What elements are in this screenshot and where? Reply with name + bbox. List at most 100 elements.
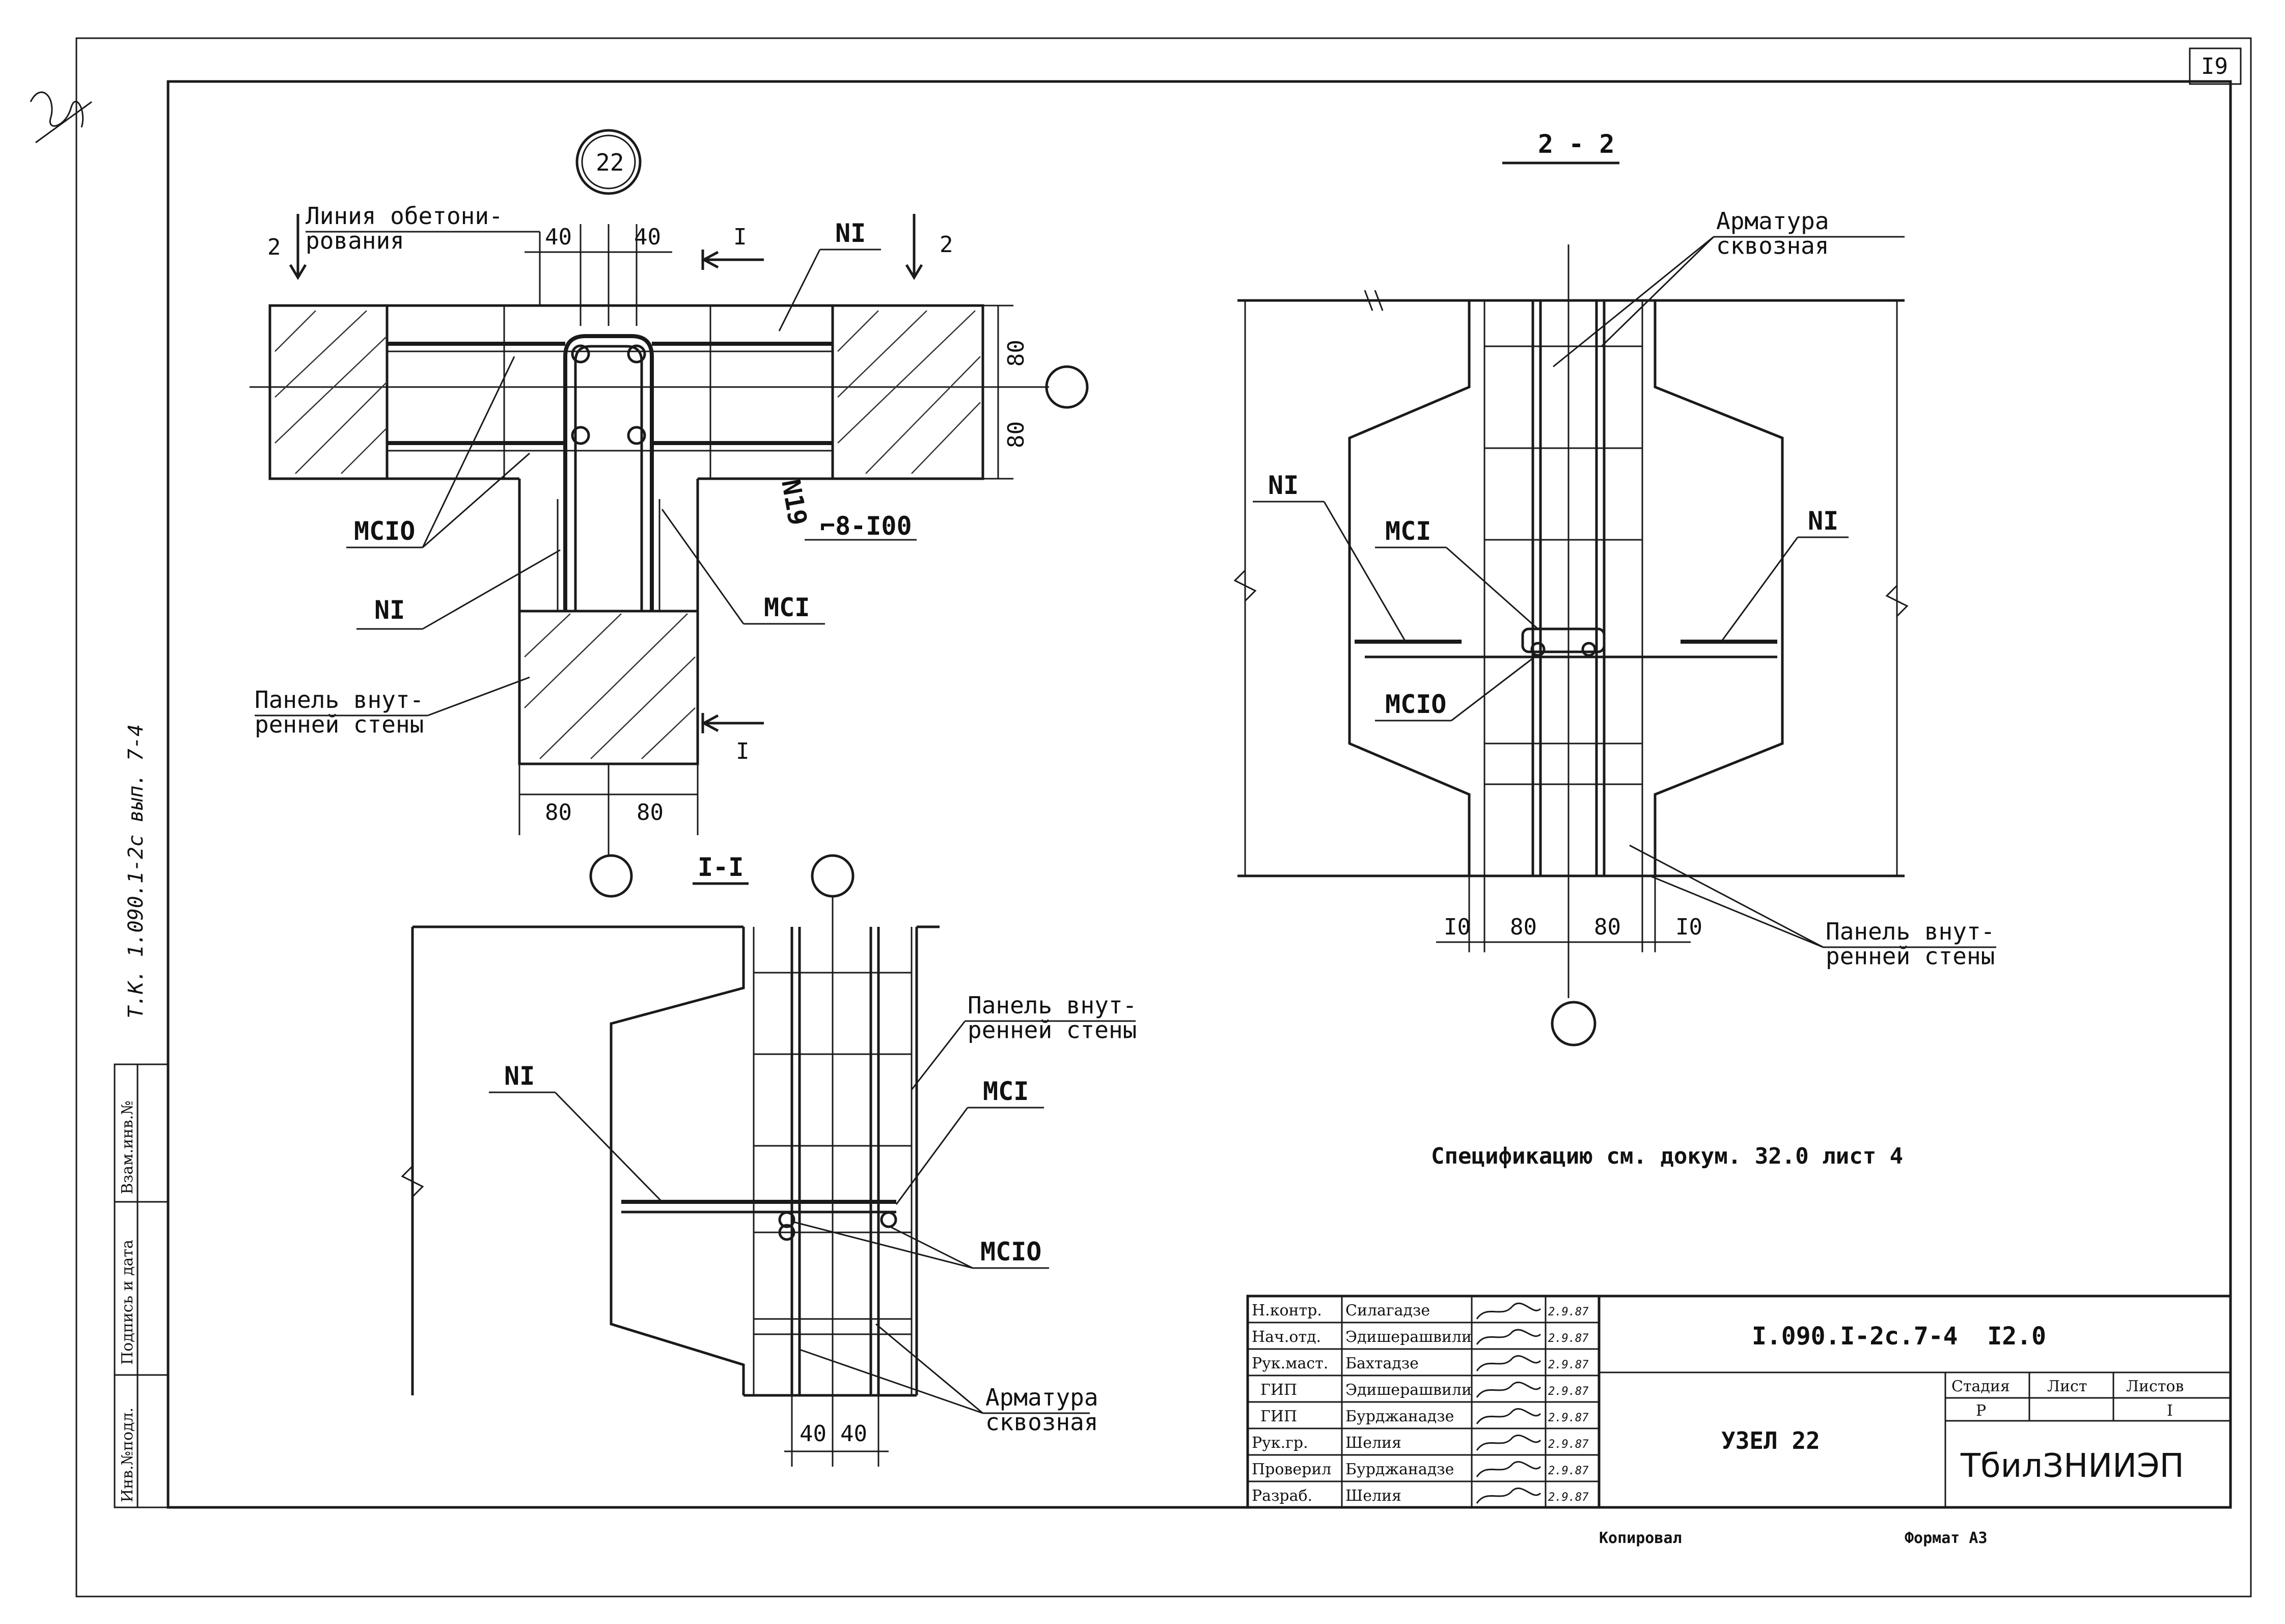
section-mark-2-left: 2 <box>267 234 281 260</box>
tb-name: Шелия <box>1345 1487 1401 1505</box>
section-2-dim-b: 80 <box>1510 914 1537 940</box>
dim-top-left: 40 <box>545 224 572 250</box>
tb-row: Рук.гр. Шелия 2.9.87 <box>1252 1434 1589 1452</box>
label-stirrup: ⌐8-I00 <box>820 511 912 541</box>
axis-circle-section-1 <box>811 854 855 898</box>
tb-sheets-header: Листов <box>2126 1378 2184 1395</box>
section-2-dim-d: I0 <box>1675 914 1702 940</box>
panel-block-right <box>831 304 984 480</box>
tb-name: Бахтадзе <box>1345 1355 1419 1372</box>
tb-row: ГИП Эдишерашвили 2.9.87 <box>1260 1381 1589 1399</box>
node-number: 22 <box>596 149 624 176</box>
tb-role: Проверил <box>1252 1461 1331 1478</box>
tb-row: Проверил Бурджанадзе 2.9.87 <box>1252 1461 1589 1478</box>
label-mc1: МСI <box>764 593 810 622</box>
tb-stage-header: Стадия <box>1951 1378 2010 1395</box>
page-number: I9 <box>2201 53 2228 79</box>
plan-view: 22 Линия обетони- рования 2 2 I 40 40 NI <box>250 129 1089 898</box>
panel-block-left <box>268 304 389 480</box>
section-2-dim-a: I0 <box>1444 914 1471 940</box>
section-2-rebar-label: Арматура сквозная <box>1716 207 1843 259</box>
tb-date: 2.9.87 <box>1548 1359 1589 1371</box>
tb-row: Рук.маст. Бахтадзе 2.9.87 <box>1252 1355 1589 1372</box>
tb-row: Н.контр. Силагадзе 2.9.87 <box>1252 1302 1589 1319</box>
tb-sheets-value: I <box>2167 1402 2173 1420</box>
section-2-haunch-left <box>1348 300 1471 876</box>
tb-row: ГИП Бурджанадзе 2.9.87 <box>1260 1408 1589 1425</box>
section-1-1: I-I NI Па <box>401 852 1151 1467</box>
tb-sheet-header: Лист <box>2047 1378 2087 1395</box>
axis-circle-right <box>1045 365 1089 409</box>
tb-role: Рук.гр. <box>1252 1434 1308 1452</box>
side-columns-frame <box>114 1063 169 1508</box>
concreting-line-label: Линия обетони- рования <box>306 202 517 254</box>
section-2-dim-c: 80 <box>1594 914 1621 940</box>
hatching-left <box>274 310 388 474</box>
tb-role: Н.контр. <box>1252 1302 1322 1319</box>
footer-copied: Копировал <box>1599 1529 1682 1547</box>
section-2-2-title: 2 - 2 <box>1538 129 1615 159</box>
section-2-label-mc1: МСI <box>1385 516 1431 546</box>
section-2-label-n1-right: NI <box>1808 506 1838 536</box>
tb-stage-value: Р <box>1976 1402 1986 1420</box>
section-2-2: 2 - 2 Армату <box>1233 129 1996 1047</box>
dim-top-right: 40 <box>634 224 661 250</box>
section-1-label-n1: NI <box>504 1061 535 1091</box>
section-mark-1-bottom: I <box>736 738 750 764</box>
hatching-bottom <box>524 613 696 759</box>
section-1-label-mc10: МСIО <box>980 1237 1041 1267</box>
tb-name: Бурджанадзе <box>1345 1408 1454 1425</box>
section-1-1-title: I-I <box>698 852 744 882</box>
tb-role: Разраб. <box>1252 1487 1312 1505</box>
label-n1-top: NI <box>835 218 866 248</box>
label-n1-left: NI <box>374 595 405 625</box>
outer-border <box>75 37 2252 1598</box>
label-n19: N19 <box>776 477 813 528</box>
axis-circle-section-2 <box>1551 1001 1596 1047</box>
tb-date: 2.9.87 <box>1548 1385 1589 1398</box>
tb-role: Рук.маст. <box>1252 1355 1328 1372</box>
footer-format: Формат А3 <box>1905 1529 1988 1547</box>
tb-name: Шелия <box>1345 1434 1401 1452</box>
section-2-haunch-right <box>1654 300 1784 876</box>
side-col-inv-podl: Инв.№подл. <box>119 1408 136 1502</box>
spec-note: Спецификацию см. докум. 32.0 лист 4 <box>1431 1143 1903 1169</box>
tb-role: Нач.отд. <box>1252 1328 1321 1346</box>
dim-bottom-right: 80 <box>637 800 664 825</box>
section-2-label-n1-left: NI <box>1268 471 1299 500</box>
tb-name: Эдишерашвили <box>1345 1381 1472 1399</box>
tb-row: Разраб. Шелия 2.9.87 <box>1252 1487 1589 1505</box>
section-mark-2-right: 2 <box>940 232 953 258</box>
inner-frame <box>167 80 2232 1509</box>
section-1-wall-panel-label: Панель внут- ренней стены <box>968 992 1151 1043</box>
wall-panel-label: Панель внут- ренней стены <box>255 686 438 738</box>
section-1-dim-right: 40 <box>840 1421 867 1447</box>
page-number-box <box>2189 47 2242 85</box>
tb-organization: ТбилЗНИИЭП <box>1960 1447 2184 1485</box>
tb-date: 2.9.87 <box>1548 1306 1589 1318</box>
tb-sheet-title: УЗЕЛ 22 <box>1721 1427 1820 1454</box>
tb-role: ГИП <box>1260 1381 1297 1399</box>
label-mc10: МСIО <box>354 516 415 546</box>
section-1-rebar-label: Арматура сквозная <box>985 1384 1112 1436</box>
u-loop-rebar <box>563 334 654 611</box>
side-stamp: Т.К. 1.090.1-2с вып. 7-4 <box>124 724 148 1019</box>
side-col-podpis: Подпись и дата <box>119 1240 136 1365</box>
tb-date: 2.9.87 <box>1548 1465 1589 1477</box>
dim-right-upper: 80 <box>1003 340 1029 367</box>
section-1-label-mc1: МСI <box>983 1077 1029 1106</box>
dim-right-lower: 80 <box>1003 421 1029 448</box>
title-block: Н.контр. Силагадзе 2.9.87 Нач.отд. Эдише… <box>1246 1295 2232 1509</box>
tb-name: Эдишерашвили <box>1345 1328 1472 1346</box>
tb-date: 2.9.87 <box>1548 1491 1589 1504</box>
tb-document-code: I.090.I-2с.7-4 I2.0 <box>1752 1322 2046 1351</box>
signature-scribble <box>30 91 92 144</box>
side-col-vzam: Взам.инв.№ <box>119 1100 136 1194</box>
tb-role: ГИП <box>1260 1408 1297 1425</box>
hatching-right <box>837 310 981 474</box>
tb-row: Нач.отд. Эдишерашвили 2.9.87 <box>1252 1328 1589 1346</box>
tb-name: Силагадзе <box>1345 1302 1430 1319</box>
section-mark-1-top: I <box>733 224 747 250</box>
haunch-outline <box>610 927 745 1395</box>
